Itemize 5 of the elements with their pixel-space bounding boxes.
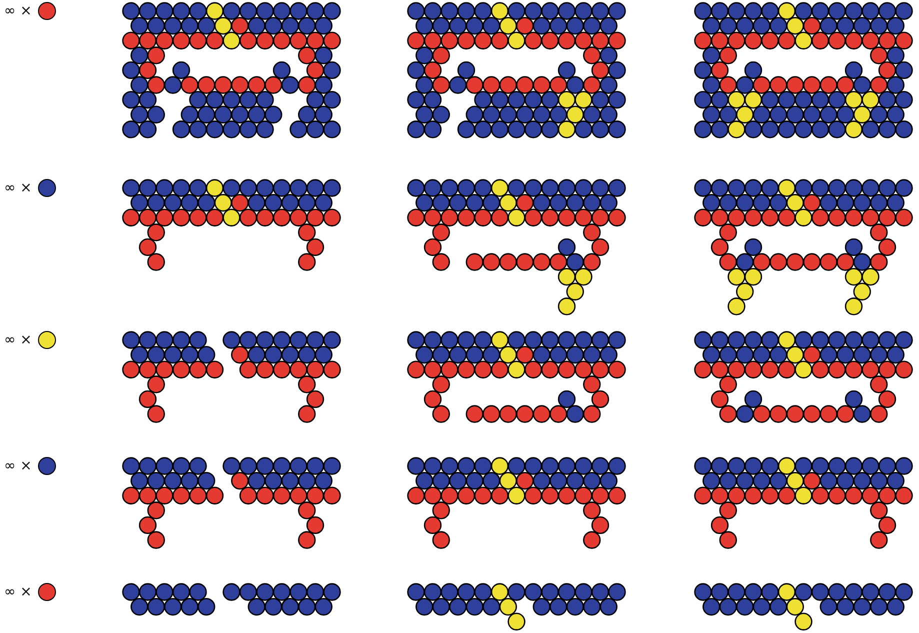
legend-label: ∞ × [4, 458, 32, 474]
legend-label: ∞ × [4, 584, 32, 600]
legend-label: ∞ × [4, 3, 32, 19]
legend-label: ∞ × [4, 180, 32, 196]
legend-label: ∞ × [4, 332, 32, 348]
